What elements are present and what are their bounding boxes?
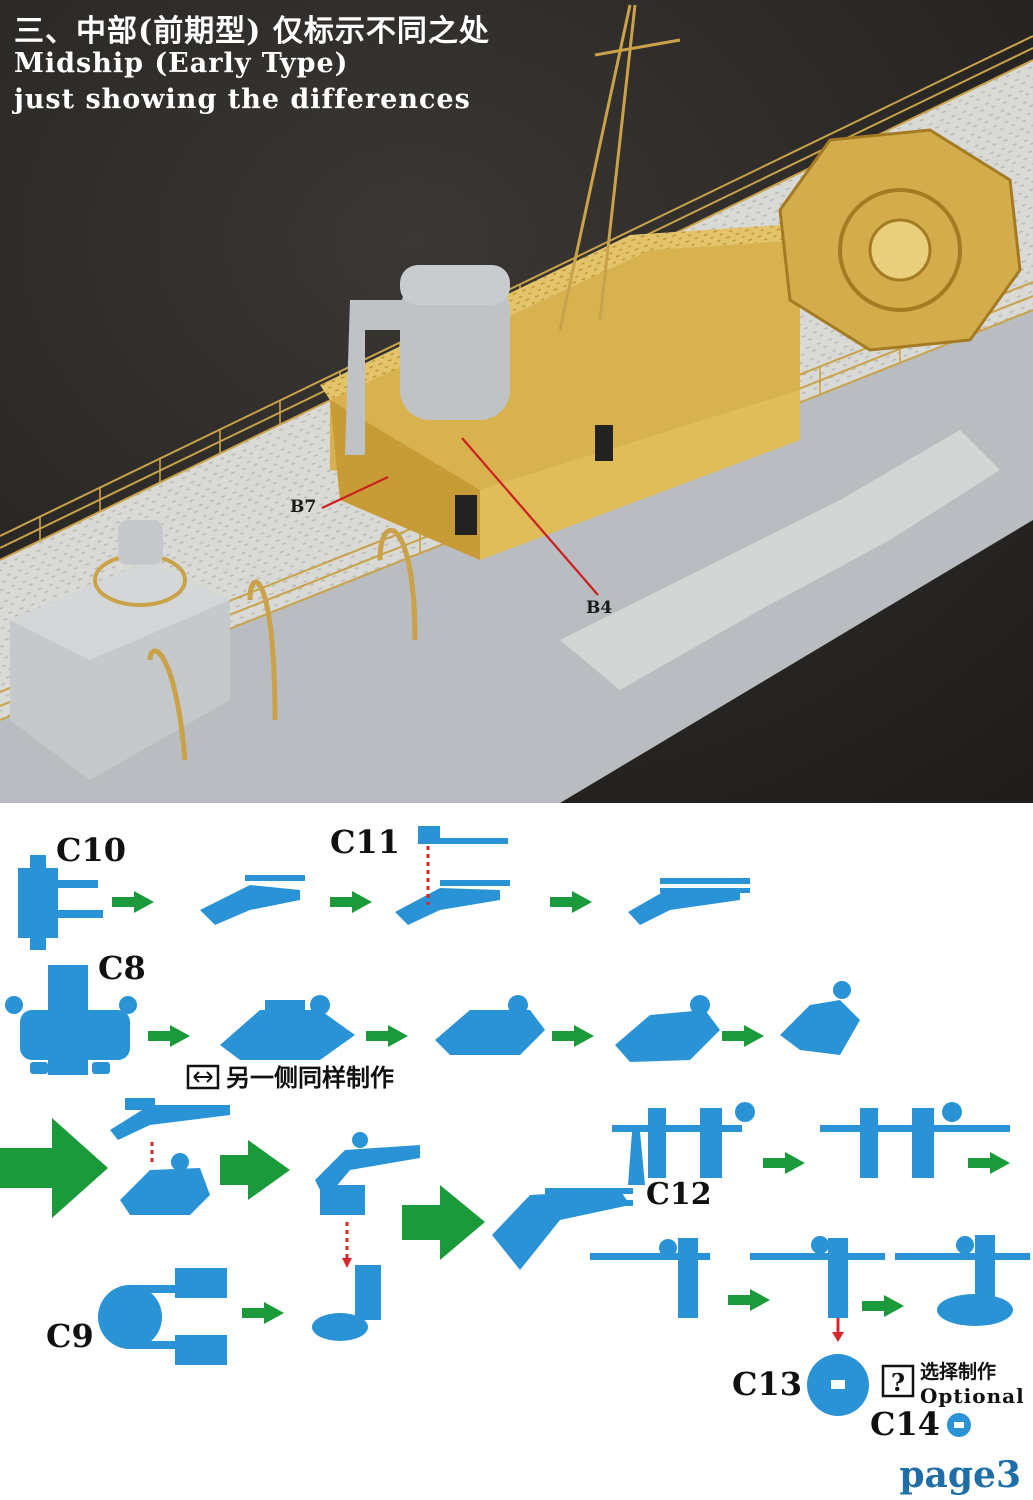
- c12-step1: [612, 1102, 755, 1185]
- optional-mark: ?: [891, 1368, 905, 1397]
- label-b7: B7: [290, 497, 317, 517]
- c11-step3: [395, 826, 510, 925]
- c9-part-flat: [98, 1268, 227, 1365]
- c10-c11-final: [628, 878, 750, 925]
- c8-step4: [615, 995, 720, 1062]
- c13-disc: [807, 1354, 869, 1416]
- label-c11: C11: [330, 823, 400, 861]
- label-b4: B4: [586, 598, 613, 618]
- label-c13: C13: [732, 1365, 802, 1403]
- final-mount: [492, 1188, 633, 1270]
- gun-combined: [315, 1132, 420, 1215]
- label-c9: C9: [46, 1317, 94, 1355]
- title-english-line1: Midship (Early Type): [14, 48, 349, 79]
- page-number: page3: [899, 1454, 1021, 1496]
- c8-part-flat: [5, 965, 137, 1075]
- title-english-line2: just showing the differences: [14, 84, 471, 115]
- c12-final: [895, 1235, 1030, 1326]
- double-arrow-icon: [186, 1064, 220, 1090]
- c8-step3: [435, 995, 545, 1055]
- c12-step2: [820, 1102, 1010, 1178]
- c9-assembled: [312, 1265, 381, 1341]
- note-other-side: 另一侧同样制作: [226, 1064, 394, 1092]
- label-c12: C12: [646, 1177, 712, 1212]
- title-chinese: 三、中部(前期型) 仅标示不同之处: [14, 14, 490, 49]
- label-c8: C8: [98, 949, 146, 987]
- twin-gun-top: [110, 1098, 230, 1140]
- label-c10: C10: [56, 831, 126, 869]
- model-photo: [0, 0, 1033, 803]
- note-optional-cn: 选择制作: [920, 1361, 997, 1383]
- question-icon: ?: [881, 1364, 915, 1398]
- c10-part-flat: [18, 855, 103, 950]
- c8-step2: [220, 995, 355, 1060]
- c12-step4: [750, 1236, 885, 1318]
- label-c14: C14: [870, 1405, 940, 1443]
- c8-assembled-lower: [120, 1153, 210, 1215]
- c14-disc: [947, 1413, 971, 1437]
- c8-final: [780, 981, 860, 1055]
- c12-step3: [590, 1238, 710, 1318]
- assembly-diagram: ?: [0, 826, 1030, 1437]
- note-optional-en: Optional: [920, 1384, 1025, 1408]
- c10-step2: [200, 875, 305, 925]
